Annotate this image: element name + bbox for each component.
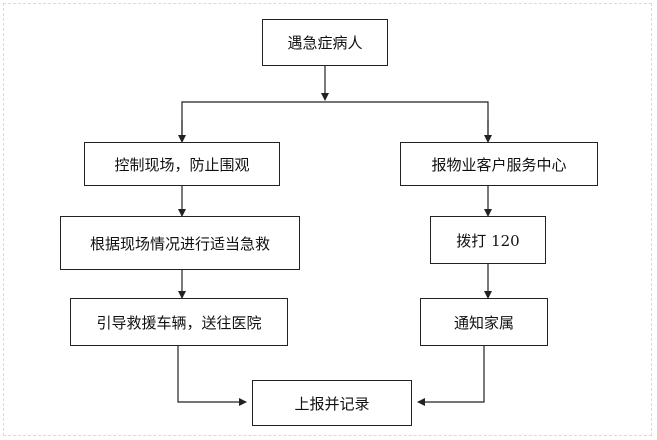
node-guide-ambulance: 引导救援车辆，送往医院	[70, 298, 288, 346]
connector-guide-to-record	[177, 346, 247, 406]
node-report-record: 上报并记录	[252, 380, 412, 426]
node-start: 遇急症病人	[262, 19, 388, 66]
page-frame	[3, 3, 652, 436]
node-report-service-center: 报物业客户服务中心	[400, 142, 598, 186]
connector-split	[181, 101, 489, 135]
node-control-scene: 控制现场，防止围观	[84, 142, 280, 186]
connector-notify-to-record	[417, 346, 485, 406]
node-dial-120: 拨打 120	[430, 216, 546, 264]
node-notify-family: 通知家属	[420, 298, 548, 346]
node-first-aid: 根据现场情况进行适当急救	[60, 216, 300, 270]
